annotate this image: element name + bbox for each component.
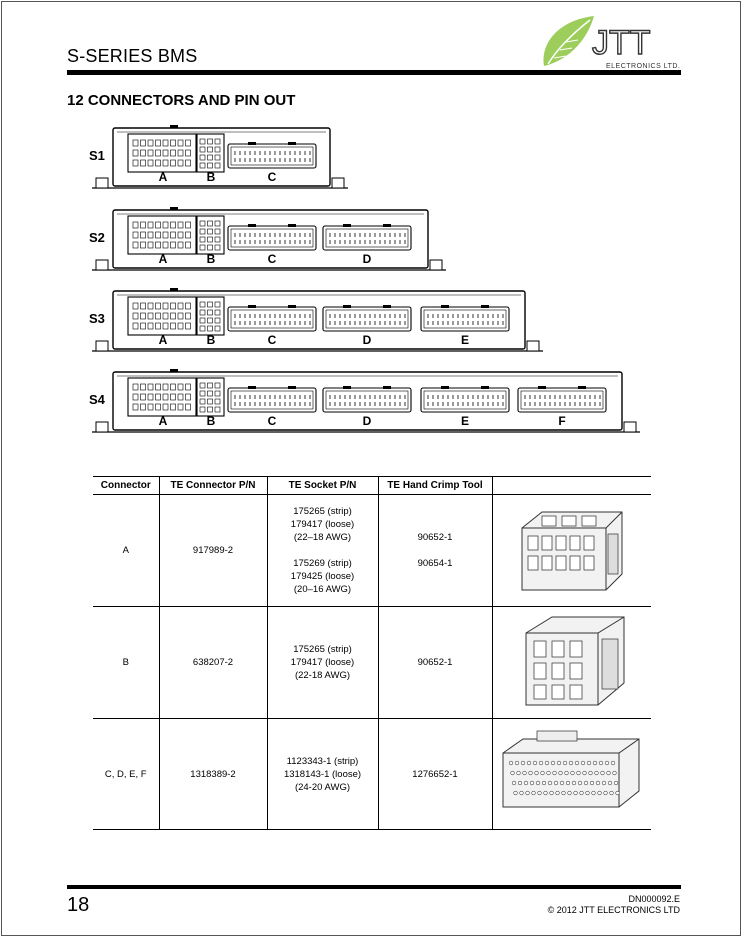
connector-label: D: [363, 333, 372, 347]
cell-image: [491, 718, 651, 830]
cell-connector: C, D, E, F: [93, 718, 159, 830]
col-image: [491, 476, 651, 495]
header-title: S-SERIES BMS: [67, 46, 198, 66]
variant-label: S1: [89, 148, 105, 163]
module-s3: S3A B C D E: [89, 288, 543, 352]
connector-label: D: [363, 252, 372, 266]
cell-socket-pn: 175265 (strip) 179417 (loose) (22–18 AWG…: [266, 494, 378, 607]
variant-label: S3: [89, 311, 105, 326]
cell-crimp-tool: 90652-1 90654-1: [377, 494, 492, 607]
module-s1: S1A B C: [89, 125, 348, 189]
cell-crimp-tool: 1276652-1: [377, 718, 492, 830]
connector-label: A: [159, 252, 168, 266]
cell-socket-pn: 175265 (strip) 179417 (loose) (22-18 AWG…: [266, 606, 378, 719]
connector-label: A: [159, 414, 168, 428]
section-heading: 12 CONNECTORS AND PIN OUT: [67, 92, 296, 109]
variant-label: S2: [89, 230, 105, 245]
connector-b-image: [525, 616, 625, 705]
connector-label: E: [461, 333, 469, 347]
connector-label: C: [268, 414, 277, 428]
col-connector: Connector: [93, 476, 159, 495]
variant-label: S4: [89, 392, 106, 407]
connector-table: Connector TE Connector P/N TE Socket P/N…: [93, 476, 651, 830]
table-row: C, D, E, F 1318389-2 1123343-1 (strip) 1…: [93, 718, 651, 830]
connector-label: B: [207, 414, 216, 428]
page-number: 18: [67, 894, 90, 916]
connector-label: B: [207, 170, 216, 184]
cell-image: [491, 494, 651, 607]
connector-cdef-image: [502, 730, 640, 808]
doc-code: DN000092.E: [628, 894, 680, 904]
cell-socket-pn: 1123343-1 (strip) 1318143-1 (loose) (24-…: [266, 718, 378, 830]
logo-brand: JTT: [592, 24, 651, 62]
connector-label: A: [159, 333, 168, 347]
cell-crimp-tool: 90652-1: [377, 606, 492, 719]
module-s2: S2A B C D: [89, 207, 446, 271]
cell-connector: B: [93, 606, 159, 719]
cell-connector-pn: 917989-2: [158, 494, 267, 607]
logo-subtitle: ELECTRONICS LTD.: [606, 63, 680, 70]
connector-label: B: [207, 252, 216, 266]
cell-connector: A: [93, 494, 159, 607]
connector-label: C: [268, 170, 277, 184]
connector-label: C: [268, 333, 277, 347]
cell-connector-pn: 638207-2: [158, 606, 267, 719]
connector-label: C: [268, 252, 277, 266]
header-rule: [67, 70, 681, 75]
connector-label: E: [461, 414, 469, 428]
table-row: B 638207-2 175265 (strip) 179417 (loose)…: [93, 606, 651, 719]
cell-image: [491, 606, 651, 719]
table-row: A 917989-2 175265 (strip) 179417 (loose)…: [93, 494, 651, 607]
col-socket-pn: TE Socket P/N: [266, 476, 378, 495]
footer-rule: [67, 885, 681, 889]
cell-connector-pn: 1318389-2: [158, 718, 267, 830]
module-s4: S4A B C D E F: [89, 369, 640, 433]
connector-label: B: [207, 333, 216, 347]
col-connector-pn: TE Connector P/N: [158, 476, 267, 495]
connector-label: A: [159, 170, 168, 184]
col-crimp-tool: TE Hand Crimp Tool: [377, 476, 492, 495]
copyright: © 2012 JTT ELECTRONICS LTD: [547, 905, 680, 915]
jtt-logo: JTT ELECTRONICS LTD.: [543, 16, 680, 70]
connector-label: D: [363, 414, 372, 428]
connector-a-image: [521, 511, 623, 590]
connector-label: F: [558, 414, 565, 428]
